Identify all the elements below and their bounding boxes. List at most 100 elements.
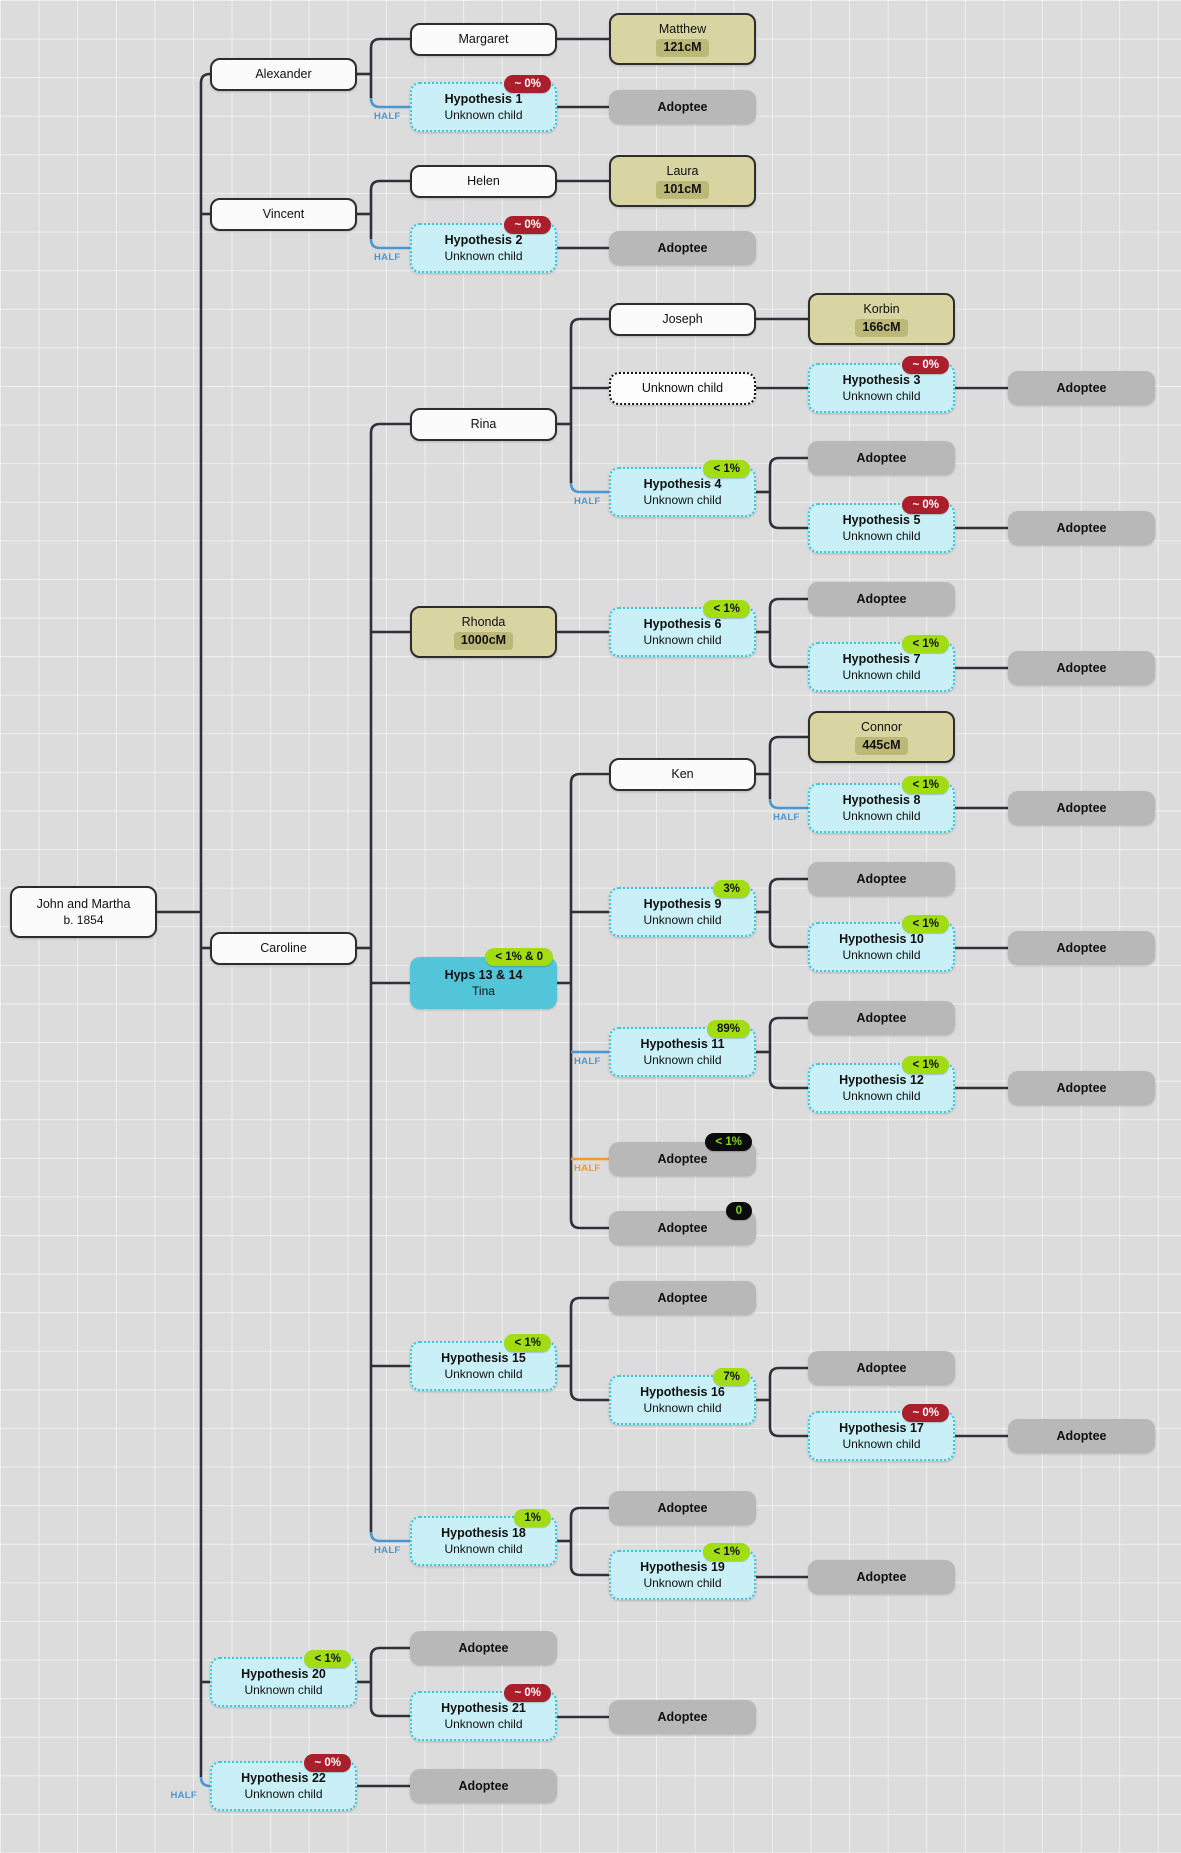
node-label: Hypothesis 21	[441, 1700, 526, 1715]
node-sublabel: b. 1854	[63, 912, 104, 927]
node-label: Adoptee	[1056, 520, 1107, 535]
node-label: Hypothesis 19	[640, 1559, 725, 1574]
probability-badge: < 1%	[703, 1543, 750, 1561]
node-label: Rhonda	[461, 615, 506, 630]
node-label: Adoptee	[856, 450, 907, 465]
probability-badge: < 1%	[703, 600, 750, 618]
tree-node-adoptee_h17[interactable]: Adoptee	[1008, 1419, 1155, 1453]
node-label: Caroline	[260, 941, 307, 956]
half-connection-label: HALF	[773, 812, 800, 823]
tree-node-adoptee_h11a[interactable]: Adoptee	[808, 1001, 955, 1035]
tree-node-adoptee_h1[interactable]: Adoptee	[609, 90, 756, 124]
tree-node-adoptee_h5[interactable]: Adoptee	[1008, 511, 1155, 545]
tree-node-vincent[interactable]: Vincent	[210, 198, 357, 231]
tree-node-helen[interactable]: Helen	[410, 165, 557, 198]
tree-node-alexander[interactable]: Alexander	[210, 58, 357, 91]
tree-node-rina[interactable]: Rina	[410, 408, 557, 441]
tree-node-adoptee_h8[interactable]: Adoptee	[1008, 791, 1155, 825]
tree-node-adoptee_half[interactable]: Adoptee< 1%	[609, 1133, 756, 1176]
node-label: Hypothesis 8	[842, 792, 921, 807]
shared-cm-badge: 121cM	[656, 39, 709, 57]
node-label: Hypothesis 4	[643, 476, 722, 491]
shared-cm-badge: 1000cM	[453, 632, 514, 650]
tree-node-unknown[interactable]: Unknown child	[609, 372, 756, 405]
node-sublabel: Unknown child	[444, 1716, 523, 1731]
tree-node-adoptee_h16a[interactable]: Adoptee	[808, 1351, 955, 1385]
tree-node-adoptee_h15a[interactable]: Adoptee	[609, 1281, 756, 1315]
tree-node-ken[interactable]: Ken	[609, 758, 756, 791]
node-label: John and Martha	[36, 896, 131, 911]
tree-node-adoptee_h6a[interactable]: Adoptee	[808, 582, 955, 616]
tree-node-adoptee_h19[interactable]: Adoptee	[808, 1560, 955, 1594]
node-label: Hypothesis 10	[839, 931, 924, 946]
tree-node-adoptee_h4a[interactable]: Adoptee	[808, 441, 955, 475]
node-label: Adoptee	[657, 1151, 708, 1166]
tree-node-adoptee_h22[interactable]: Adoptee	[410, 1769, 557, 1803]
node-label: Adoptee	[1056, 660, 1107, 675]
tree-node-joseph[interactable]: Joseph	[609, 303, 756, 336]
node-label: Rina	[470, 417, 497, 432]
tree-node-adoptee_h2[interactable]: Adoptee	[609, 231, 756, 265]
tree-node-adoptee_h21[interactable]: Adoptee	[609, 1700, 756, 1734]
half-connection-label: HALF	[574, 496, 601, 507]
tree-node-caroline[interactable]: Caroline	[210, 932, 357, 965]
node-sublabel: Unknown child	[244, 1786, 323, 1801]
tree-node-adoptee_h3[interactable]: Adoptee	[1008, 371, 1155, 405]
tree-node-adoptee_h9a[interactable]: Adoptee	[808, 862, 955, 896]
node-label: Helen	[467, 174, 500, 189]
probability-badge: < 1%	[705, 1133, 752, 1151]
tree-node-adoptee_h7[interactable]: Adoptee	[1008, 651, 1155, 685]
node-sublabel: Unknown child	[444, 1366, 523, 1381]
half-connection-label: HALF	[374, 252, 401, 263]
probability-badge: 0	[725, 1202, 752, 1220]
tree-node-adoptee_h10[interactable]: Adoptee	[1008, 931, 1155, 965]
node-label: Adoptee	[1056, 1080, 1107, 1095]
node-label: Hypothesis 22	[241, 1770, 326, 1785]
node-label: Adoptee	[458, 1778, 509, 1793]
probability-badge: ~ 0%	[902, 356, 949, 374]
node-label: Adoptee	[856, 1569, 907, 1584]
node-label: Adoptee	[856, 1010, 907, 1025]
node-label: Hypothesis 2	[444, 232, 523, 247]
node-sublabel: Unknown child	[842, 528, 921, 543]
tree-node-margaret[interactable]: Margaret	[410, 23, 557, 56]
tree-node-adoptee_h18a[interactable]: Adoptee	[609, 1491, 756, 1525]
half-connection-label: HALF	[170, 1790, 197, 1801]
tree-node-adoptee_h20a[interactable]: Adoptee	[410, 1631, 557, 1665]
node-sublabel: Unknown child	[244, 1682, 323, 1697]
node-label: Adoptee	[458, 1640, 509, 1655]
node-sublabel: Tina	[472, 983, 495, 998]
tree-node-rhonda[interactable]: Rhonda 1000cM	[410, 606, 557, 658]
tree-node-adoptee_h12[interactable]: Adoptee	[1008, 1071, 1155, 1105]
probability-badge: < 1% & 0	[485, 948, 553, 966]
